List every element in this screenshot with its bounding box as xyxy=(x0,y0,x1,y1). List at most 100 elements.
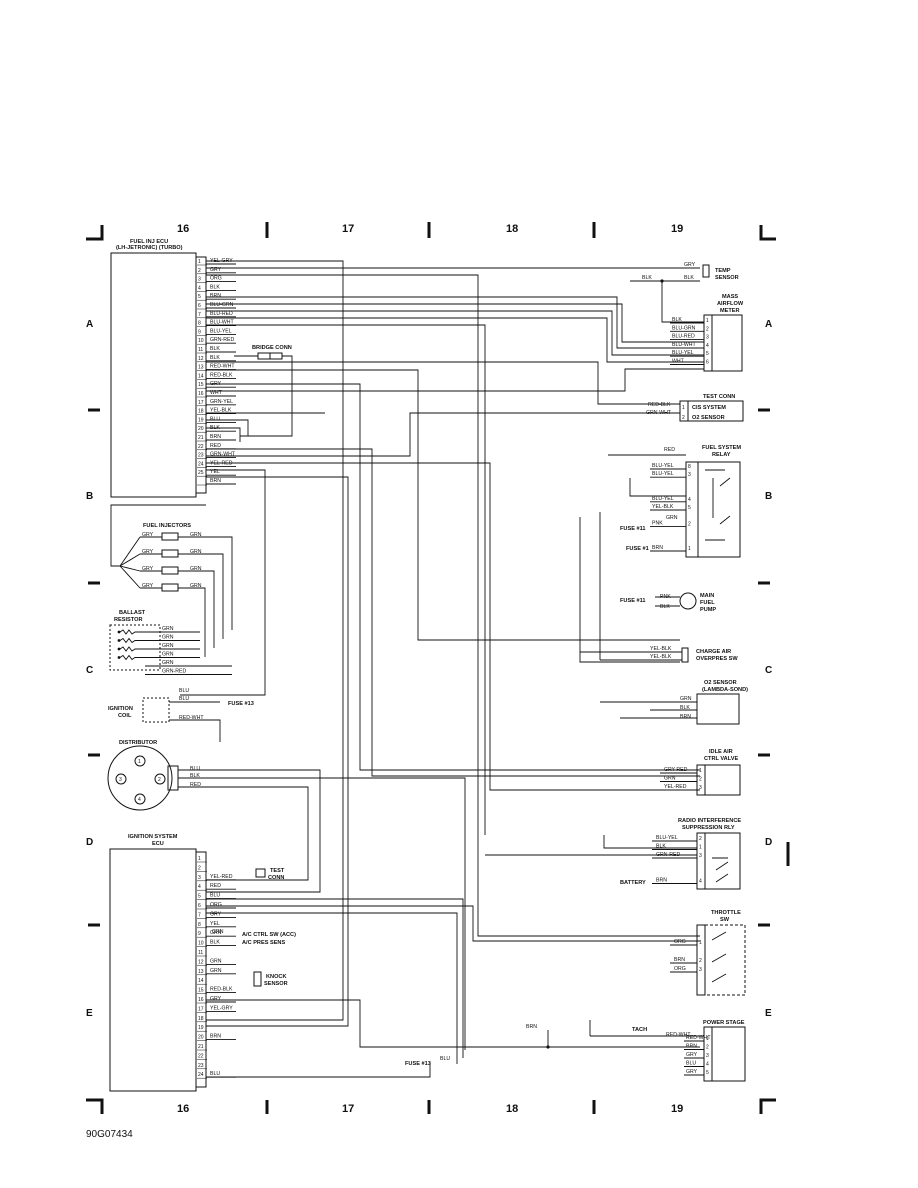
fuse-label: FUSE #13 xyxy=(228,701,254,707)
wire-label: RED xyxy=(210,883,221,889)
power-stage-label: POWER STAGE xyxy=(703,1020,745,1026)
pin-number: 3 xyxy=(699,785,702,791)
wire-label: GRN-WHT xyxy=(646,410,672,416)
pin-number: 23 xyxy=(198,453,204,459)
pin-number: 24 xyxy=(198,461,204,467)
row-label: D xyxy=(765,837,772,848)
pin-number: 4 xyxy=(706,343,709,349)
pin-number: 3 xyxy=(699,853,702,859)
injectors-label: FUEL INJECTORS xyxy=(143,523,191,529)
pin-number: 13 xyxy=(198,365,204,371)
fuse-label: FUSE #1 xyxy=(626,546,649,552)
pin-number: 1 xyxy=(706,1036,709,1042)
wire-label: WHT xyxy=(672,359,685,365)
bridge-conn-label: BRIDGE CONN xyxy=(252,345,292,351)
wire-label: GRN xyxy=(210,930,222,936)
ecu-trunk-wires xyxy=(180,260,704,1027)
pin-number: 5 xyxy=(198,294,201,300)
coil-label: IGNITION xyxy=(108,706,133,712)
wire-label: GRN-RED xyxy=(162,669,186,675)
throttle-label: SW xyxy=(720,917,730,923)
svg-text:2: 2 xyxy=(682,415,685,421)
pin-number: 25 xyxy=(198,470,204,476)
wire-label: GRN xyxy=(162,660,174,666)
pin-number: 17 xyxy=(198,1006,204,1012)
wire-label: YEL-GRY xyxy=(210,1005,233,1011)
temp-sensor: TEMP SENSOR GRY BLK BLK xyxy=(630,262,739,323)
row-label: E xyxy=(86,1008,93,1019)
wire-label: GRN-YEL xyxy=(210,399,233,405)
pin-number: 12 xyxy=(198,959,204,965)
pin-number: 4 xyxy=(706,1062,709,1068)
test-conn-row: CIS SYSTEM xyxy=(692,405,726,411)
pin-number: 5 xyxy=(688,505,691,511)
wire xyxy=(178,536,233,630)
main-fuel-pump: FUSE #11 PNK BLK MAIN FUEL PUMP xyxy=(620,592,716,613)
junction xyxy=(117,656,121,659)
wire xyxy=(178,587,206,657)
wire-label: GRN xyxy=(190,566,202,572)
maf-label: AIRFLOW xyxy=(717,301,744,307)
relay-label: FUEL SYSTEM xyxy=(702,445,741,451)
pin-number: 2 xyxy=(706,1045,709,1051)
wire xyxy=(178,570,215,648)
pin-number: 1 xyxy=(699,940,702,946)
pin-number: 9 xyxy=(198,329,201,335)
wire-label: BLU-WHT xyxy=(672,342,696,348)
wire-label: YEL-RED xyxy=(210,874,233,880)
pin-number: 20 xyxy=(198,1035,204,1041)
wire-label: GRY xyxy=(142,583,154,589)
pin-number: 1 xyxy=(688,546,691,552)
wire-label: GRY xyxy=(686,1052,698,1058)
svg-text:4: 4 xyxy=(138,797,141,803)
maf-label: MASS xyxy=(722,294,738,300)
wire-label: BLU xyxy=(179,688,189,694)
wire-label: GRN xyxy=(162,635,174,641)
pin-number: 23 xyxy=(198,1063,204,1069)
wire-label: YEL-BLK xyxy=(652,504,674,510)
wire-label: YEL xyxy=(210,921,220,927)
resistor xyxy=(119,646,200,652)
figure-reference: 90G07434 xyxy=(86,1129,133,1140)
ignition-coil: IGNITION COIL BLU BLU RED-WHT FUSE #13 xyxy=(108,688,254,742)
pin-number: 3 xyxy=(706,335,709,341)
pump-label: PUMP xyxy=(700,607,716,613)
wire-label: ORG xyxy=(674,939,686,945)
wire-label: GRN xyxy=(212,929,224,935)
wire-label: GRN xyxy=(162,643,174,649)
wire-label: RED-WHT xyxy=(179,715,204,721)
ign-ecu-title: IGNITION SYSTEM xyxy=(128,834,178,840)
pin-number: 3 xyxy=(699,967,702,973)
test-conn-small-label: TEST xyxy=(270,868,285,874)
wire-label: ORG xyxy=(210,902,222,908)
temp-sensor-label: SENSOR xyxy=(715,275,739,281)
wire-label: GRY xyxy=(142,532,154,538)
column-label: 19 xyxy=(671,223,683,235)
wire-label: BLK xyxy=(684,275,694,281)
wire-label: GRN xyxy=(190,583,202,589)
wire-label: GRN xyxy=(190,549,202,555)
wire-label: YEL-RED xyxy=(664,784,687,790)
coil-label: COIL xyxy=(118,713,132,719)
wire-label: BLU-GRN xyxy=(672,325,696,331)
wire-label: RED-BLK xyxy=(210,987,233,993)
pin-number: 2 xyxy=(198,268,201,274)
pin-number: 13 xyxy=(198,969,204,975)
pin-number: 8 xyxy=(688,464,691,470)
fuse-label: FUSE #13 xyxy=(405,1061,431,1067)
wire-label: BRN xyxy=(210,434,221,440)
wire-label: BLK xyxy=(210,940,220,946)
pin-number: 19 xyxy=(198,417,204,423)
ign-ecu-subtitle: ECU xyxy=(152,841,164,847)
pin-number: 18 xyxy=(198,1016,204,1022)
wire-label: BLK xyxy=(680,705,690,711)
wire-label: GRY xyxy=(142,566,154,572)
mass-airflow-meter: MASS AIRFLOW METER 1BLK2BLU-GRN3BLU-RED4… xyxy=(670,294,744,372)
